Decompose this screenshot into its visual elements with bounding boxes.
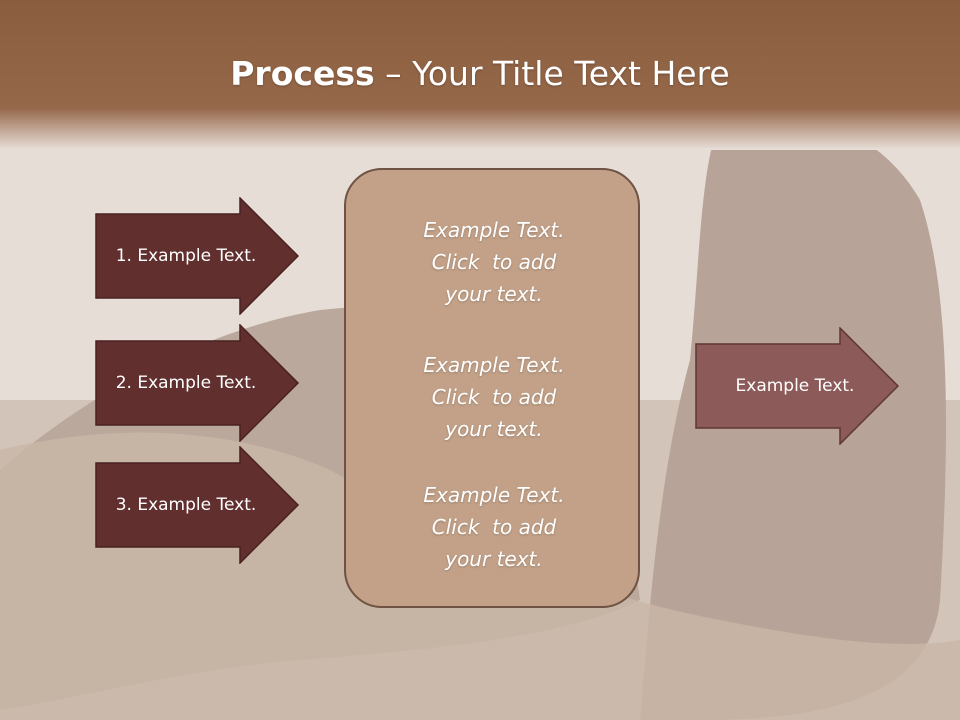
result-label: Example Text. [735, 376, 855, 396]
box-entry-3: Example Text. Click to add your text. [346, 479, 642, 575]
center-text-box[interactable]: Example Text. Click to add your text. Ex… [344, 168, 640, 608]
box-entry-1: Example Text. Click to add your text. [346, 214, 642, 310]
entry-line: your text. [445, 547, 543, 571]
step-arrow-shape [95, 197, 300, 315]
step-label: 2. Example Text. [115, 373, 257, 393]
box-entry-2: Example Text. Click to add your text. [346, 349, 642, 445]
result-arrow-shape [695, 327, 900, 445]
step-arrow-2[interactable]: 2. Example Text. [95, 324, 300, 442]
step-label: 1. Example Text. [115, 246, 257, 266]
entry-line: Click to add [431, 515, 557, 539]
step-label: 3. Example Text. [115, 495, 257, 515]
result-arrow[interactable]: Example Text. [695, 327, 900, 445]
title-bold: Process [230, 54, 375, 93]
entry-line: Click to add [431, 385, 557, 409]
step-arrow-shape [95, 446, 300, 564]
title-rest: – Your Title Text Here [374, 54, 730, 93]
entry-line: Example Text. [423, 483, 565, 507]
entry-line: Example Text. [423, 218, 565, 242]
entry-line: Click to add [431, 250, 557, 274]
step-arrow-3[interactable]: 3. Example Text. [95, 446, 300, 564]
entry-line: your text. [445, 282, 543, 306]
step-arrow-1[interactable]: 1. Example Text. [95, 197, 300, 315]
entry-line: Example Text. [423, 353, 565, 377]
slide-title: Process – Your Title Text Here [0, 52, 960, 96]
entry-line: your text. [445, 417, 543, 441]
step-arrow-shape [95, 324, 300, 442]
